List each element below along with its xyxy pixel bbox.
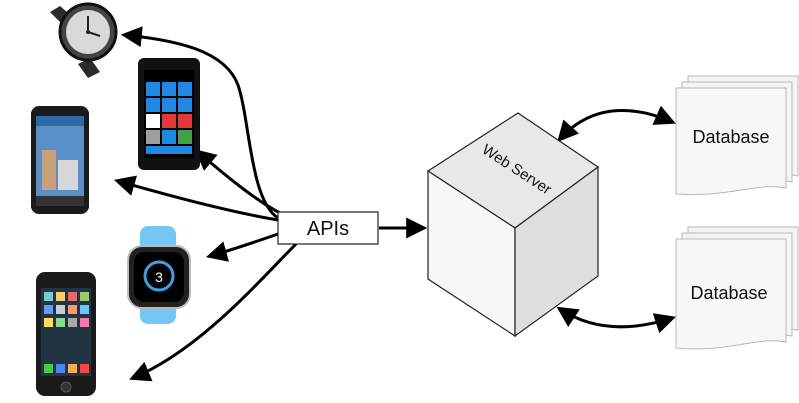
database-label-bottom: Database bbox=[690, 283, 767, 303]
arrow-to-android-phone bbox=[113, 175, 279, 222]
arrow-server-db-top bbox=[557, 105, 676, 143]
apis-label: APIs bbox=[307, 218, 349, 240]
arrow-to-windows-phone bbox=[194, 149, 281, 215]
device-arrows bbox=[113, 26, 298, 382]
apple-watch-icon: 3 bbox=[127, 226, 191, 324]
apis-box: APIs bbox=[277, 211, 379, 245]
android-phone-icon bbox=[31, 106, 89, 214]
smartwatch-icon bbox=[50, 2, 118, 78]
database-label-top: Database bbox=[692, 127, 769, 147]
windows-phone-icon bbox=[138, 58, 200, 170]
arrow-to-iphone bbox=[129, 242, 298, 382]
arrow-to-apple-watch bbox=[205, 232, 279, 262]
iphone-icon bbox=[36, 272, 96, 396]
web-server-cube: Web Server bbox=[426, 112, 600, 338]
database-top: Database bbox=[675, 75, 799, 196]
database-bottom: Database bbox=[675, 226, 799, 350]
arrow-server-db-bottom bbox=[556, 306, 676, 334]
cube-side bbox=[514, 165, 599, 338]
arrow-to-smartwatch bbox=[120, 26, 279, 220]
apple-watch-number: 3 bbox=[155, 269, 163, 285]
